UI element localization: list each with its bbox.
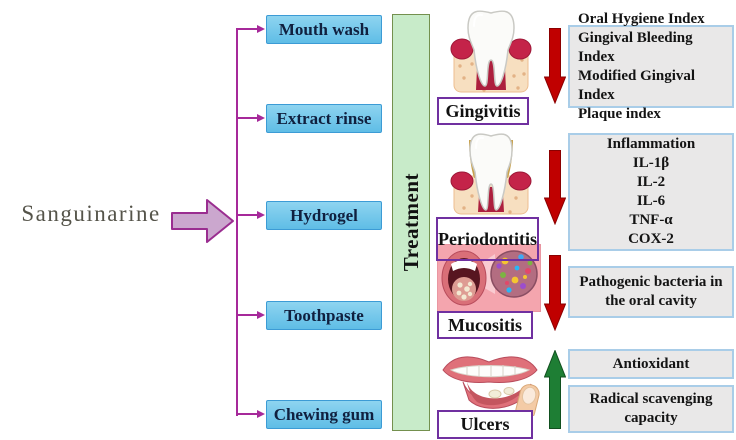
form-box-hydrogel: Hydrogel xyxy=(266,201,382,230)
outcome-line: Antioxidant xyxy=(612,355,690,372)
outcome-line: Pathogenic bacteria in the oral cavity xyxy=(579,274,723,309)
source-label: Sanguinarine xyxy=(21,201,161,226)
outcome-line: Modified Gingival Index xyxy=(578,67,696,103)
outcome-line: COX-2 xyxy=(628,231,674,247)
decrease-arrow-icon xyxy=(544,150,566,225)
form-label: Chewing gum xyxy=(273,404,375,424)
form-label: Extract rinse xyxy=(276,108,372,128)
outcome-line: Radical scavenging capacity xyxy=(589,391,713,426)
source-block-arrow-icon xyxy=(171,199,234,243)
form-label: Hydrogel xyxy=(290,205,358,225)
form-box-toothpaste: Toothpaste xyxy=(266,301,382,330)
connector-branch-hydrogel xyxy=(236,214,259,216)
outcome-line: TNF-α xyxy=(629,212,673,228)
form-label: Mouth wash xyxy=(278,19,370,39)
decrease-arrow-icon xyxy=(544,28,566,104)
form-label: Toothpaste xyxy=(284,305,364,325)
outcome-line: Inflammation xyxy=(606,136,696,152)
outcome-line: IL-6 xyxy=(636,193,666,209)
outcome-box-antioxidant: Antioxidant xyxy=(568,349,734,379)
connector-branch-mouthwash xyxy=(236,28,259,30)
treatment-bar: Treatment xyxy=(392,14,430,431)
outcome-line: Oral Hygiene Index xyxy=(578,10,705,27)
outcome-box-mucositis: Pathogenic bacteria in the oral cavity xyxy=(568,266,734,318)
decrease-arrow-icon xyxy=(544,255,566,331)
connector-arrowhead-icon xyxy=(257,311,265,319)
form-box-chewing-gum: Chewing gum xyxy=(266,400,382,429)
connector-arrowhead-icon xyxy=(257,410,265,418)
outcome-line: Plaque index xyxy=(578,105,661,122)
connector-arrowhead-icon xyxy=(257,25,265,33)
increase-arrow-icon xyxy=(544,350,566,429)
condition-text: Ulcers xyxy=(460,414,510,434)
outcome-line: Gingival Bleeding Index xyxy=(578,29,693,65)
condition-label-periodontitis: Periodontitis xyxy=(436,217,539,261)
form-box-extract-rinse: Extract rinse xyxy=(266,104,382,133)
periodontitis-tooth-illustration xyxy=(448,126,534,221)
form-box-mouth-wash: Mouth wash xyxy=(266,15,382,44)
condition-label-gingivitis: Gingivitis xyxy=(437,97,529,125)
condition-text: Mucositis xyxy=(448,314,522,335)
connector-arrowhead-icon xyxy=(257,211,265,219)
connector-arrowhead-icon xyxy=(257,114,265,122)
condition-text: Periodontitis xyxy=(438,228,537,249)
condition-text: Gingivitis xyxy=(445,100,521,121)
connector-branch-toothpaste xyxy=(236,314,259,316)
gingivitis-tooth-illustration xyxy=(448,2,534,101)
condition-label-mucositis: Mucositis xyxy=(437,311,533,339)
connector-branch-chewinggum xyxy=(236,413,259,415)
mucositis-mouth-illustration xyxy=(436,243,542,317)
condition-label-ulcers: Ulcers xyxy=(437,410,533,439)
outcome-box-gingivitis: Oral Hygiene Index Gingival Bleeding Ind… xyxy=(568,11,734,122)
outcome-box-periodontitis: Inflammation IL-1β IL-2 IL-6 TNF-α COX-2 xyxy=(568,133,734,251)
outcome-line: IL-2 xyxy=(636,174,666,190)
connector-branch-extractrinse xyxy=(236,117,259,119)
treatment-label: Treatment xyxy=(398,173,423,272)
outcome-line: IL-1β xyxy=(632,155,670,171)
connector-vertical-line xyxy=(236,28,238,416)
outcome-box-radical-scavenging: Radical scavenging capacity xyxy=(568,385,734,433)
